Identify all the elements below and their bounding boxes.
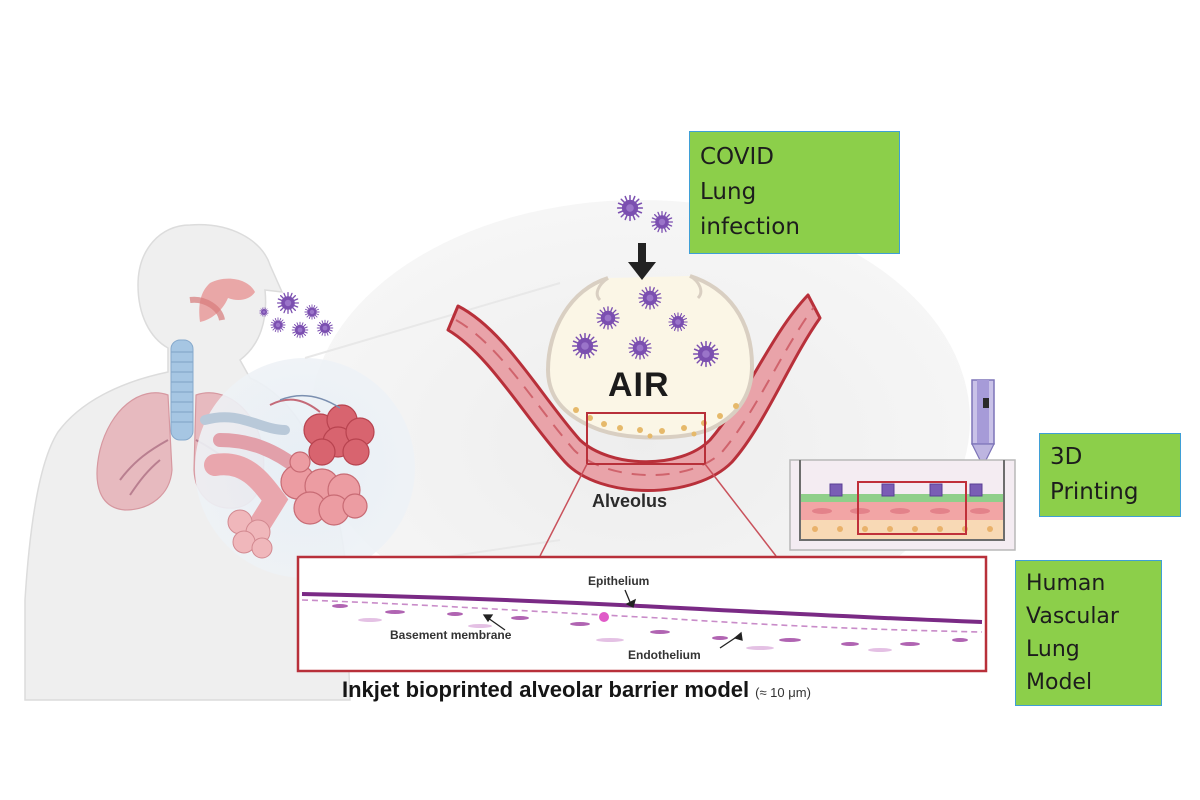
human-body-icon xyxy=(24,223,351,701)
caption-scale: (≈ 10 μm) xyxy=(755,685,811,700)
label-pointers xyxy=(482,589,743,649)
endothelium-label: Endothelium xyxy=(628,648,701,662)
callout-line: 3D xyxy=(1050,444,1083,470)
histology-strip xyxy=(296,555,988,673)
alveolus-highlight-box xyxy=(586,412,706,465)
alveoli-cluster-icon xyxy=(200,394,375,559)
culture-well-icon xyxy=(789,459,1016,551)
covid-lung-infection-callout: COVID Lung infection xyxy=(689,131,900,254)
3d-printing-callout: 3D Printing xyxy=(1039,433,1181,517)
human-vascular-lung-model-callout: Human Vascular Lung Model xyxy=(1015,560,1162,706)
basement-membrane-label: Basement membrane xyxy=(390,628,512,642)
trachea-icon xyxy=(170,339,194,441)
callout-line: Model xyxy=(1026,670,1093,695)
alveolus-wall xyxy=(446,293,822,492)
alveolus-label: Alveolus xyxy=(592,491,668,511)
callout-line: Lung xyxy=(700,179,757,205)
arrow-down-icon xyxy=(628,243,656,280)
caption-text: Inkjet bioprinted alveolar barrier model xyxy=(342,677,750,702)
epithelium-label: Epithelium xyxy=(588,574,650,588)
air-sac xyxy=(545,274,755,440)
callout-line: infection xyxy=(700,214,800,240)
callout-line: Human xyxy=(1026,571,1106,596)
callout-line: Printing xyxy=(1050,479,1139,505)
callout-line: Lung xyxy=(1026,637,1080,662)
figure-caption: Inkjet bioprinted alveolar barrier model… xyxy=(342,677,811,703)
air-label: AIR xyxy=(608,366,670,404)
callout-line: COVID xyxy=(700,144,774,170)
callout-line: Vascular xyxy=(1026,604,1119,629)
